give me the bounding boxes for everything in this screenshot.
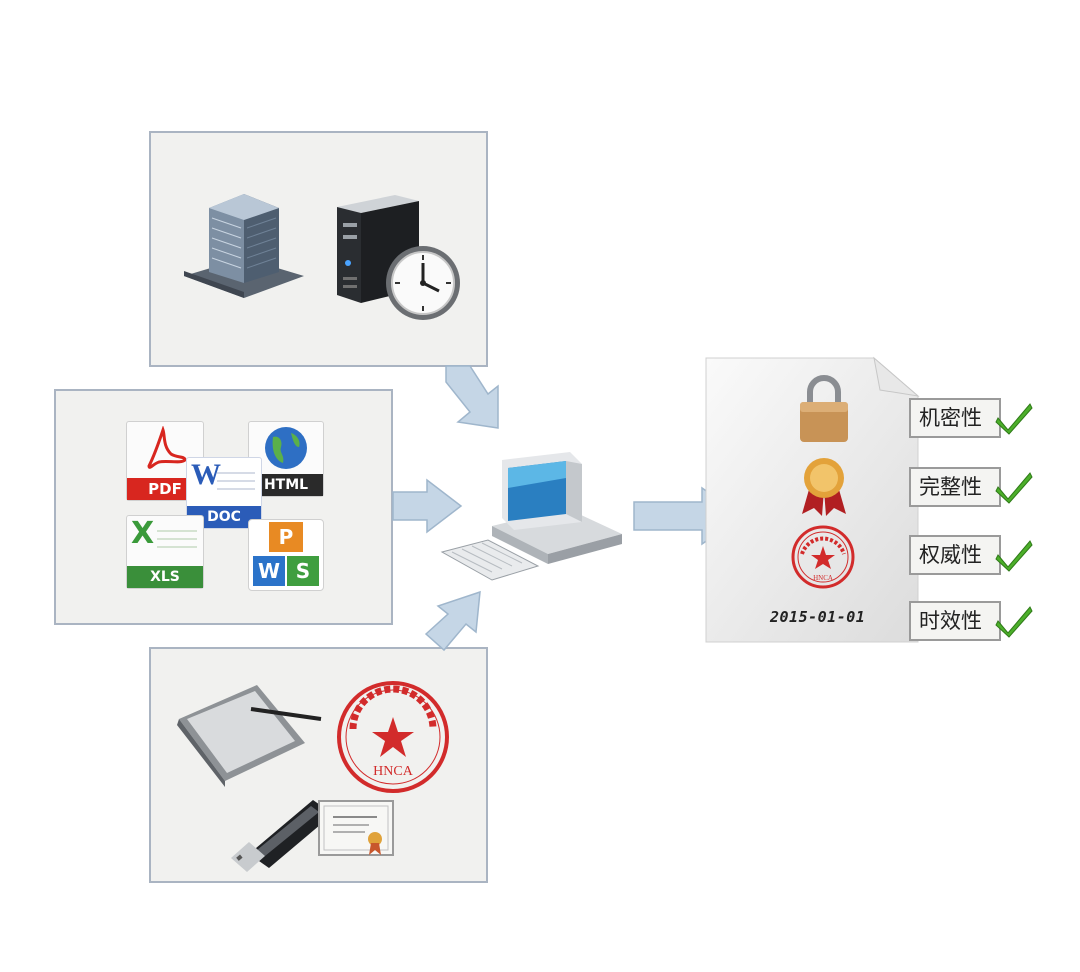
excel-x-letter: X bbox=[131, 516, 155, 551]
seal-text: HNCA bbox=[373, 764, 414, 779]
globe-icon bbox=[265, 427, 307, 469]
xls-label: XLS bbox=[127, 566, 203, 588]
clock-icon bbox=[386, 246, 460, 320]
wps-p-tile: P bbox=[269, 522, 303, 552]
doc-label: DOC bbox=[187, 506, 261, 528]
signing-tools-panel: HNCA bbox=[149, 647, 488, 883]
html-file-icon: HTML bbox=[248, 421, 324, 497]
property-integrity: 完整性 bbox=[909, 467, 1001, 507]
hnca-seal-icon: HNCA bbox=[337, 681, 449, 793]
small-seal-text: HNCA bbox=[813, 574, 833, 582]
html-label: HTML bbox=[249, 474, 323, 496]
check-icon-timeliness bbox=[995, 606, 1033, 638]
document-date: 2015-01-01 bbox=[770, 608, 866, 626]
arrow-from-time-source bbox=[445, 365, 499, 429]
certificate-icon bbox=[318, 800, 394, 856]
pdf-label: PDF bbox=[127, 478, 203, 500]
arrow-from-file-formats bbox=[392, 478, 463, 534]
check-icon-confidentiality bbox=[995, 403, 1033, 435]
time-source-panel bbox=[149, 131, 488, 367]
lock-icon bbox=[800, 375, 848, 442]
wps-s-tile: S bbox=[287, 556, 319, 586]
seal-icon: HNCA bbox=[791, 525, 855, 589]
signature-pad-icon bbox=[177, 685, 322, 787]
wps-file-icon: P W S bbox=[248, 519, 324, 591]
building-icon bbox=[184, 194, 304, 298]
computer-icon bbox=[440, 452, 622, 581]
file-formats-panel: PDF HTML W DOC X XLS P W S bbox=[54, 389, 393, 625]
award-ribbon-icon bbox=[802, 458, 846, 516]
wps-w-tile: W bbox=[253, 556, 285, 586]
property-authority: 权威性 bbox=[909, 535, 1001, 575]
check-icon-authority bbox=[995, 540, 1033, 572]
arrow-from-signing-tools bbox=[424, 590, 481, 652]
acrobat-logo-icon bbox=[147, 426, 187, 469]
word-w-letter: W bbox=[191, 458, 221, 491]
check-icon-integrity bbox=[995, 472, 1033, 504]
xls-file-icon: X XLS bbox=[126, 515, 204, 589]
usb-key-icon bbox=[231, 800, 333, 872]
property-confidentiality: 机密性 bbox=[909, 398, 1001, 438]
property-timeliness: 时效性 bbox=[909, 601, 1001, 641]
